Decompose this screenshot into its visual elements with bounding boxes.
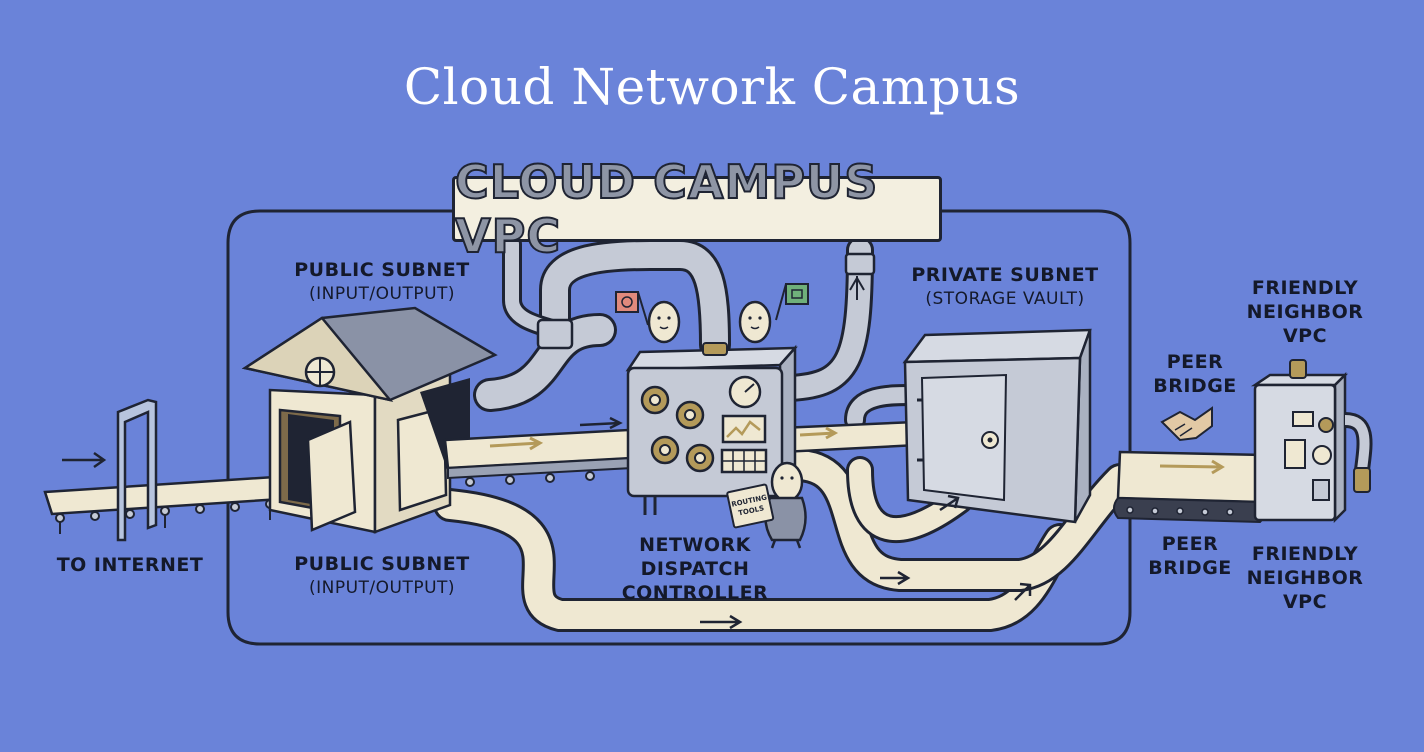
public-subnet-title: PUBLIC SUBNET: [294, 553, 470, 575]
gear-icon: [650, 435, 680, 465]
peer-conveyor: [1113, 450, 1267, 524]
neighbor-vpc-label-bottom: FRIENDLY NEIGHBOR VPC: [1246, 543, 1364, 613]
arrow-icon: [1014, 582, 1032, 601]
chart-screen-icon: [721, 414, 767, 444]
arrow-icon: [880, 570, 911, 586]
pipes: [473, 234, 921, 431]
private-subnet-title: PRIVATE SUBNET: [911, 264, 1099, 286]
arrow-icon: [489, 436, 544, 451]
neighbor-machine-icon: [1250, 359, 1373, 524]
storage-conveyor: [778, 420, 920, 454]
page-title: Cloud Network Campus: [403, 58, 1021, 116]
vault-safe-icon: [902, 328, 1092, 524]
gear-icon: [685, 443, 715, 473]
public-subnet-label-top: PUBLIC SUBNET (INPUT/OUTPUT): [262, 258, 502, 306]
arrow-icon: [1159, 459, 1225, 475]
flag-icon: [775, 283, 809, 321]
gear-icon: [675, 400, 705, 430]
dispatch-conveyor: [443, 416, 634, 487]
controller-label: NETWORK DISPATCH CONTROLLER: [621, 534, 769, 604]
mascot-characters: [615, 283, 809, 344]
data-flow-paths: [433, 448, 1137, 632]
public-subnet-label-bottom: PUBLIC SUBNET (INPUT/OUTPUT): [262, 552, 502, 600]
keypad-icon: [720, 448, 768, 474]
to-internet-label: TO INTERNET: [56, 554, 204, 576]
peer-bridge-label-bottom: PEER BRIDGE: [1148, 533, 1232, 579]
flow-arrows: [700, 494, 1032, 630]
controller-machine-icon: [625, 342, 798, 515]
arrow-icon: [579, 416, 623, 430]
public-subnet-subtitle: (INPUT/OUTPUT): [308, 578, 456, 598]
vpc-banner: CLOUD CAMPUS VPC: [452, 154, 942, 264]
gear-icon: [640, 385, 670, 415]
public-subnet-subtitle: (INPUT/OUTPUT): [308, 284, 456, 304]
public-subnet-title: PUBLIC SUBNET: [294, 259, 470, 281]
private-subnet-label: PRIVATE SUBNET (STORAGE VAULT): [895, 263, 1115, 311]
flag-icon: [615, 291, 649, 326]
warehouse-icon: [241, 306, 498, 534]
peer-bridge-label-top: PEER BRIDGE: [1153, 351, 1237, 397]
arrow-icon: [700, 614, 743, 630]
clipboard-icon: ROUTING TOOLS: [726, 483, 775, 529]
arrow-icon: [62, 451, 107, 469]
gate-icon: [116, 398, 158, 542]
handshake-icon: [1160, 406, 1213, 442]
arrow-icon: [939, 494, 960, 512]
neighbor-vpc-label-top: FRIENDLY NEIGHBOR VPC: [1246, 277, 1364, 347]
private-subnet-subtitle: (STORAGE VAULT): [925, 289, 1085, 309]
gauge-icon: [728, 375, 762, 409]
vpc-boundary: [226, 209, 1132, 646]
operator-character: ROUTING TOOLS: [726, 461, 807, 549]
arrow-icon: [799, 426, 839, 440]
